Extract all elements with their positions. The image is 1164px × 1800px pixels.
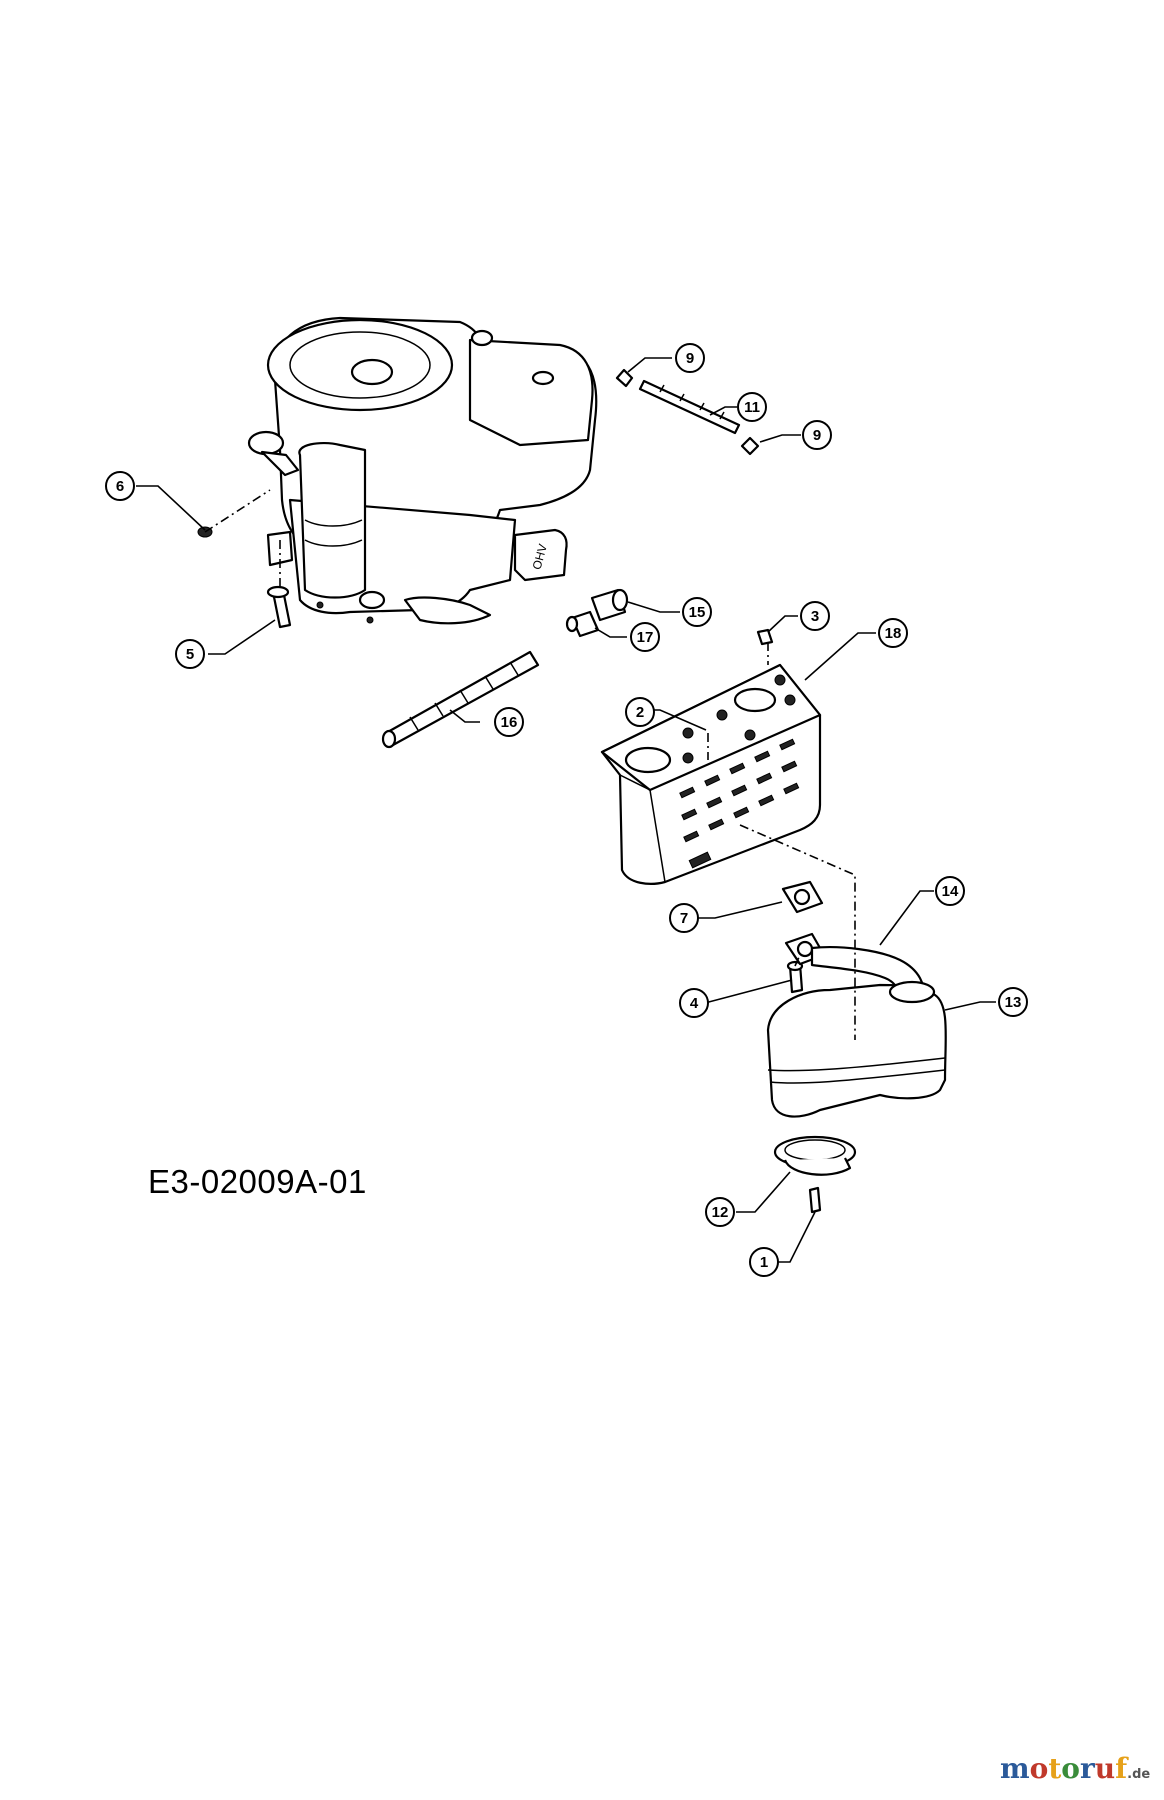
assembly-lines <box>204 489 856 1040</box>
screw-1 <box>808 1186 822 1214</box>
hose-clamp-9b <box>740 436 760 456</box>
callout-18: 18 <box>878 618 908 648</box>
svg-text:12: 12 <box>712 1204 729 1221</box>
svg-text:16: 16 <box>501 714 518 731</box>
callout-9-right: 9 <box>802 420 832 450</box>
svg-text:OHV: OHV <box>530 542 550 571</box>
svg-text:3: 3 <box>811 608 819 625</box>
callout-9-top: 9 <box>675 343 705 373</box>
callout-17: 17 <box>630 622 660 652</box>
drawing-code-label: E3-02009A-01 <box>148 1163 367 1200</box>
svg-text:7: 7 <box>680 910 688 927</box>
callout-5: 5 <box>175 639 205 669</box>
motoruf-watermark: motoruf.de <box>1000 1752 1150 1785</box>
callout-4: 4 <box>679 988 709 1018</box>
bolt-5 <box>266 585 292 629</box>
callout-6: 6 <box>105 471 135 501</box>
fuel-hose-16 <box>381 650 540 749</box>
svg-text:17: 17 <box>637 629 654 646</box>
leader-lines <box>136 357 996 1263</box>
callout-7: 7 <box>669 903 699 933</box>
svg-text:11: 11 <box>744 399 760 416</box>
muffler-13 <box>766 946 947 1118</box>
svg-text:6: 6 <box>116 478 124 495</box>
callout-13: 13 <box>998 987 1028 1017</box>
callout-3: 3 <box>800 601 830 631</box>
muffler-heat-shield-18 <box>600 663 822 885</box>
callout-15: 15 <box>682 597 712 627</box>
fuel-hose-11 <box>638 379 741 435</box>
svg-text:2: 2 <box>636 704 644 721</box>
callout-12: 12 <box>705 1197 735 1227</box>
callout-2: 2 <box>625 697 655 727</box>
engine-assembly: OHV <box>247 316 598 625</box>
svg-text:15: 15 <box>689 604 706 621</box>
svg-text:5: 5 <box>186 646 194 663</box>
fuel-filter-15 <box>590 588 629 622</box>
fuel-filter-fitting-17 <box>565 610 600 638</box>
nut-3 <box>756 628 774 646</box>
callout-1: 1 <box>749 1247 779 1277</box>
watermark-tld: .de <box>1127 1767 1151 1782</box>
hose-clamp-9a <box>615 368 634 388</box>
exhaust-deflector-12 <box>773 1135 857 1176</box>
callout-11: 11 <box>737 392 767 422</box>
bolt-4 <box>786 960 804 994</box>
svg-text:9: 9 <box>813 427 821 444</box>
svg-text:1: 1 <box>760 1254 768 1271</box>
svg-text:4: 4 <box>690 995 699 1012</box>
watermark-text: motoruf <box>1000 1752 1128 1785</box>
svg-text:9: 9 <box>686 350 694 367</box>
callout-16: 16 <box>494 707 524 737</box>
callout-14: 14 <box>935 876 965 906</box>
svg-text:13: 13 <box>1005 994 1022 1011</box>
svg-text:18: 18 <box>885 625 902 642</box>
svg-text:14: 14 <box>942 883 959 900</box>
